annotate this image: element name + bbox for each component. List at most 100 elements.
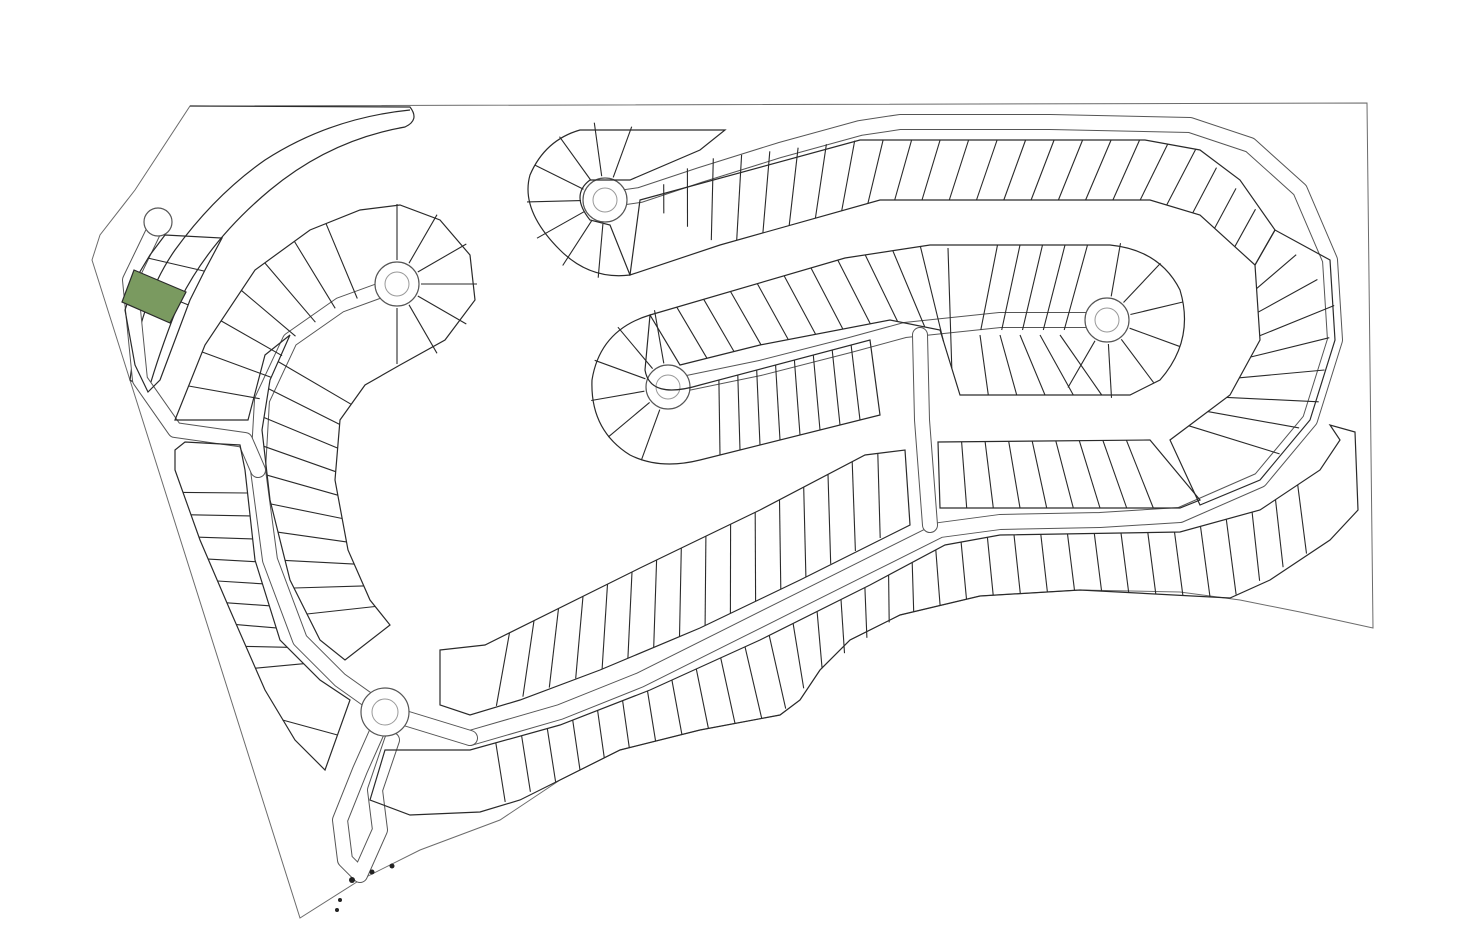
lot-line <box>1214 188 1237 229</box>
lot-line <box>264 262 316 323</box>
lot-line <box>293 241 336 309</box>
lot-line <box>1251 512 1261 581</box>
lot-line <box>241 289 296 337</box>
lot-line <box>1031 440 1048 509</box>
block-south-upper <box>439 449 911 716</box>
lot-line <box>744 646 763 719</box>
lot-line <box>627 571 633 659</box>
lot-line <box>1042 244 1066 331</box>
block-inner-south <box>937 439 1201 509</box>
lot-line <box>653 559 658 648</box>
lot-line <box>182 491 248 494</box>
lot-line <box>1093 533 1103 592</box>
lot-line <box>1040 534 1048 593</box>
lot-line <box>1173 532 1184 596</box>
roundabout-island <box>371 698 399 726</box>
lot-line <box>1256 254 1297 290</box>
lot-line <box>1063 244 1089 331</box>
lot-line <box>617 326 654 369</box>
lot-line <box>1107 343 1113 398</box>
cul-de-sac-north-island <box>592 187 618 213</box>
lot-line <box>594 359 646 380</box>
lot-line <box>703 299 735 352</box>
lot-line <box>1199 526 1211 597</box>
lot-line <box>695 668 709 729</box>
lot-line <box>793 359 801 436</box>
entrance-road <box>333 718 399 882</box>
lot-line <box>1013 534 1021 594</box>
lot-line <box>676 306 708 359</box>
lot-line <box>768 635 787 709</box>
lot-line <box>267 474 338 496</box>
lot-line <box>559 136 592 181</box>
lot-line <box>678 547 682 637</box>
lot-line <box>188 385 260 400</box>
lot-line <box>919 246 945 342</box>
lot-line <box>653 310 665 364</box>
lot-line <box>948 139 970 201</box>
lot-line <box>263 445 336 473</box>
lot-line <box>217 580 263 585</box>
lot-line <box>1192 167 1217 214</box>
lot-line <box>208 558 256 563</box>
lot-line <box>408 304 438 354</box>
lot-line <box>935 549 941 606</box>
lot-line <box>591 390 645 402</box>
lot-line <box>1102 440 1128 509</box>
lot-line <box>756 369 761 446</box>
entrance-marker <box>369 869 375 875</box>
entrance-marker <box>349 877 355 883</box>
lot-line <box>1120 532 1130 593</box>
lot-line <box>278 531 347 543</box>
lot-line <box>1188 425 1280 455</box>
selected-lot[interactable] <box>121 269 187 324</box>
lot-line <box>1125 439 1154 509</box>
inner-road <box>661 313 1112 394</box>
lot-line <box>593 122 603 177</box>
lot-line <box>979 334 989 396</box>
cul-de-sac-east-island <box>1094 307 1120 333</box>
block-south-lower <box>369 423 1359 816</box>
lot-line <box>984 441 994 509</box>
lot-line <box>607 401 650 438</box>
lot-line <box>236 624 277 629</box>
block-far-west <box>174 441 351 772</box>
lot-line <box>1257 279 1318 313</box>
lot-line <box>911 562 915 612</box>
lot-line <box>1120 338 1155 383</box>
lot-line <box>612 126 633 178</box>
lot-line <box>268 388 340 425</box>
lot-divider-lines <box>133 122 1335 802</box>
lot-line <box>841 140 856 211</box>
lot-line <box>277 361 352 405</box>
lot-line <box>961 441 968 509</box>
lot-line <box>601 584 609 670</box>
lot-line <box>1166 148 1197 206</box>
lot-line <box>622 700 630 748</box>
lot-line <box>877 453 881 539</box>
lot-line <box>671 679 683 735</box>
lot-line <box>1250 337 1330 358</box>
lot-line <box>293 585 364 589</box>
lot-blocks <box>124 129 1359 816</box>
road-network <box>122 114 1343 883</box>
lot-line <box>190 514 251 517</box>
lot-line <box>812 354 821 431</box>
cul-de-sac-west-island <box>384 271 410 297</box>
lot-line <box>1239 369 1325 379</box>
lot-line <box>325 223 358 299</box>
cul-de-sac-center-island <box>655 374 681 400</box>
lot-line <box>1078 440 1101 509</box>
block-north-fan <box>527 129 727 277</box>
lot-line <box>1039 334 1074 396</box>
lot-line <box>888 575 890 623</box>
lot-line <box>263 416 338 449</box>
lot-line <box>737 374 741 451</box>
lot-line <box>546 728 557 782</box>
lot-line <box>198 536 253 540</box>
connector-road <box>913 328 937 532</box>
entrance-markers <box>335 863 395 912</box>
lot-line <box>720 657 736 724</box>
lot-line <box>548 608 560 688</box>
lot-line <box>640 409 661 461</box>
